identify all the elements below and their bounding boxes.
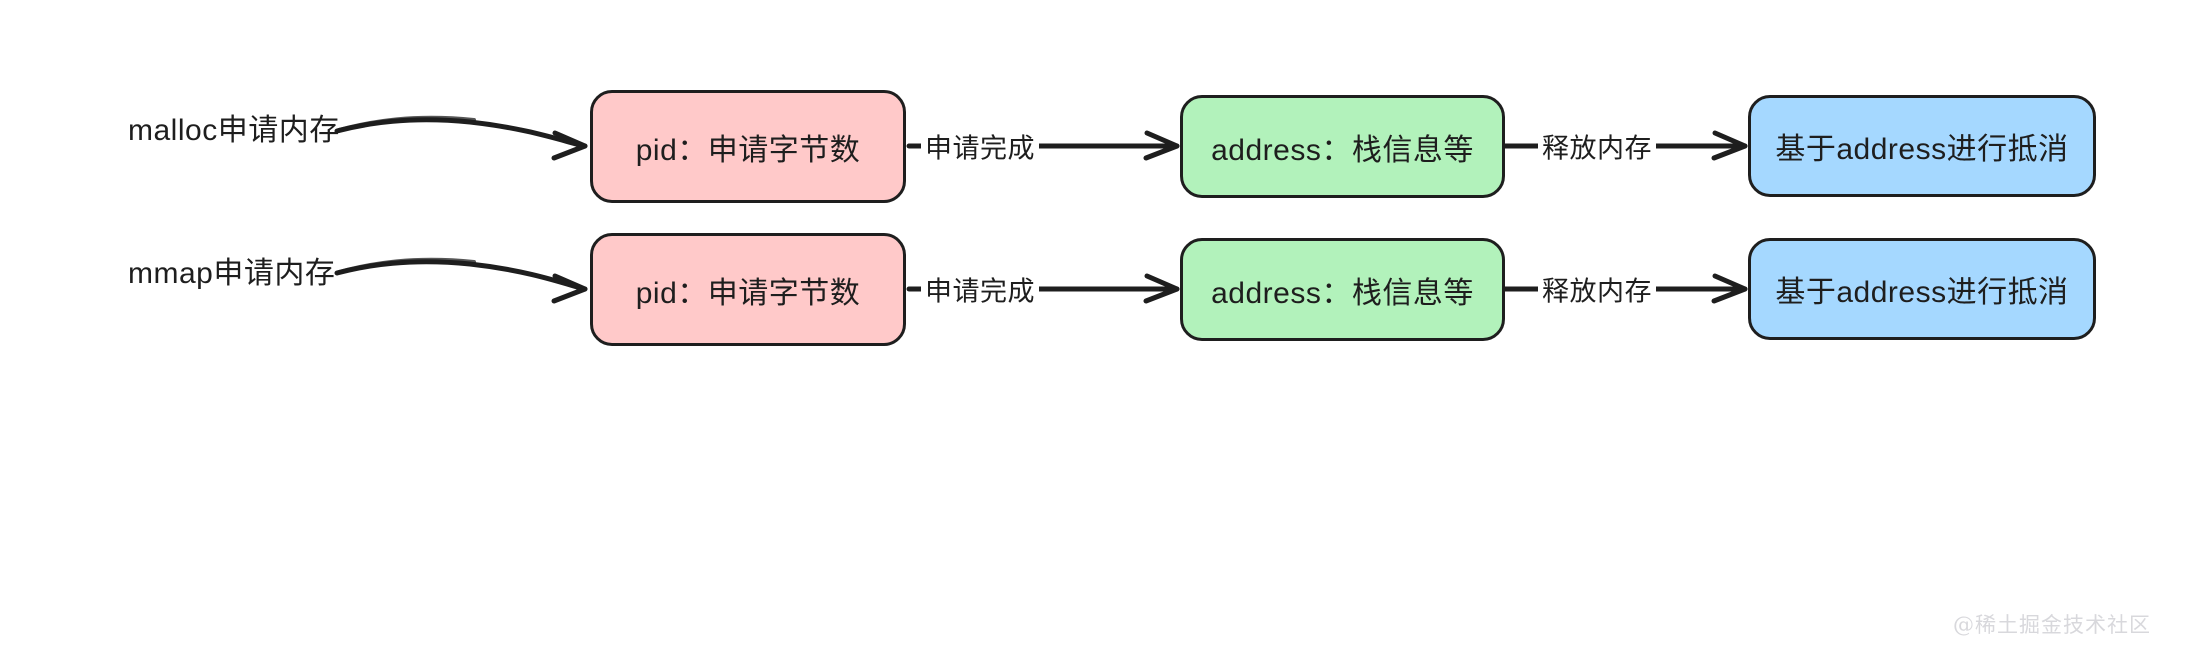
watermark: @稀土掘金技术社区: [1953, 613, 2151, 637]
node-pid-bytes-mmap[interactable]: pid：申请字节数: [590, 233, 906, 346]
node-offset-by-address-malloc[interactable]: 基于address进行抵消: [1748, 95, 2096, 197]
node-pid-bytes-malloc[interactable]: pid：申请字节数: [590, 90, 906, 203]
edge-label-free-memory-malloc: 释放内存: [1538, 126, 1656, 166]
node-offset-by-address-mmap[interactable]: 基于address进行抵消: [1748, 238, 2096, 340]
edge-mmap-to-pid: [334, 257, 585, 301]
node-address-stack-malloc[interactable]: address：栈信息等: [1180, 95, 1505, 198]
edge-label-free-memory-mmap: 释放内存: [1538, 269, 1656, 309]
source-label-malloc: malloc申请内存: [128, 114, 340, 147]
node-address-stack-mmap[interactable]: address：栈信息等: [1180, 238, 1505, 341]
source-label-mmap: mmap申请内存: [128, 257, 336, 290]
edge-label-apply-complete-malloc: 申请完成: [921, 126, 1039, 166]
edge-label-apply-complete-mmap: 申请完成: [921, 269, 1039, 309]
edge-malloc-to-pid: [334, 115, 585, 158]
